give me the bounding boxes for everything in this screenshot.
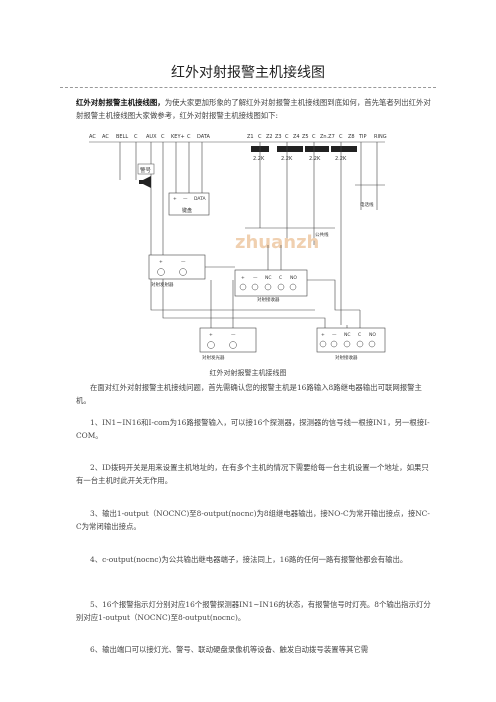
terminal-z5: Z5 bbox=[302, 134, 309, 140]
keypad-term-data: DATA bbox=[194, 196, 207, 202]
resistor-3 bbox=[305, 146, 329, 152]
paragraph-0: 在面对红外对射报警主机接线问题，首先需确认您的报警主机是16路输入8路继电器输出… bbox=[76, 383, 422, 405]
page-title: 红外对射报警主机接线图 bbox=[171, 65, 325, 81]
terminal-labels: AC AC BELL C AUX C KEY+ C DATA Z1 C Z2 Z… bbox=[89, 134, 387, 140]
detector-mid-term-nc: NC bbox=[265, 275, 272, 281]
paragraph-3: 3、输出1-output（NOCNC)至8-output(nocnc)为8组继电… bbox=[76, 509, 430, 531]
detector-mid: + — NC C NO 对射接收器 bbox=[234, 245, 308, 303]
title-divider bbox=[60, 87, 436, 88]
resistor-2 bbox=[277, 146, 303, 152]
terminal-c-4: C bbox=[258, 134, 262, 140]
detector-bottom-right-term-no: NO bbox=[369, 332, 376, 338]
siren-label: 警号 bbox=[140, 166, 152, 174]
detector-bottom-right-term-minus: — bbox=[332, 333, 337, 338]
detector-left: + — 对射发射器 bbox=[148, 254, 206, 288]
keypad-label: 键盘 bbox=[182, 207, 192, 214]
terminal-z2: Z2 bbox=[266, 134, 273, 140]
keypad: + — DATA 键盘 bbox=[168, 192, 210, 216]
detector-left-term-minus: — bbox=[181, 260, 186, 265]
siren: 警号 bbox=[137, 163, 155, 188]
paragraph-1: 1、IN1~IN16和I-com为16路报警输入，可以接16个探测器，探测器的信… bbox=[76, 418, 430, 440]
detector-bottom-left-label: 对射发光器 bbox=[202, 354, 225, 361]
terminal-c-2: C bbox=[161, 134, 165, 140]
detector-left-term-plus: + bbox=[159, 259, 163, 265]
detector-mid-term-minus: — bbox=[253, 276, 258, 281]
common-bus-label: 公共线 bbox=[315, 231, 329, 238]
terminal-ac-1: AC bbox=[89, 134, 96, 140]
detector-bottom-left-term-minus: — bbox=[231, 333, 236, 338]
intro-lead: 红外对射报警主机接线图， bbox=[76, 98, 165, 107]
common-bus: 公共线 bbox=[245, 142, 342, 325]
terminal-z3: Z3 bbox=[275, 134, 282, 140]
terminal-c-3: C bbox=[187, 134, 191, 140]
detector-mid-term-c: C bbox=[279, 275, 282, 281]
figure-caption: 红外对射报警主机接线图 bbox=[209, 369, 287, 377]
detector-bottom-right-label: 对射接收器 bbox=[335, 354, 358, 361]
paragraph-6: 6、输出端口可以接灯光、警号、联动硬盘录像机等设备、触发自动拨号装置等其它需 bbox=[90, 645, 369, 654]
terminal-zn-z7: Zn.Z7 bbox=[320, 134, 335, 140]
detector-left-label: 对射发射器 bbox=[151, 281, 174, 288]
detector-mid-term-no: NO bbox=[290, 275, 297, 281]
paragraph-4: 4、c-output(nocnc)为公共输出继电器端子，接法同上，16路的任何一… bbox=[90, 555, 408, 564]
detector-bottom-right-term-c: C bbox=[358, 332, 361, 338]
resistor-1-label: 2.2K bbox=[253, 156, 265, 162]
detector-mid-term-plus: + bbox=[241, 275, 245, 281]
phone-line-label: 电话线 bbox=[360, 201, 374, 208]
speaker-icon bbox=[143, 176, 151, 188]
terminal-aux: AUX bbox=[146, 134, 157, 140]
keypad-term-minus: — bbox=[183, 197, 188, 202]
keypad-term-plus: + bbox=[173, 196, 177, 202]
watermark-text: zhuanzh bbox=[235, 232, 319, 253]
terminal-ac-2: AC bbox=[102, 134, 109, 140]
intro-paragraph: 红外对射报警主机接线图，为使大家更加形象的了解红外对射报警主机接线图到底如何，首… bbox=[76, 96, 432, 122]
terminal-z8: Z8 bbox=[348, 134, 355, 140]
resistor-4 bbox=[331, 146, 357, 152]
terminal-c-5: C bbox=[285, 134, 289, 140]
resistor-3-label: 2.2K bbox=[309, 156, 321, 162]
detector-bottom-right-term-plus: + bbox=[321, 332, 325, 338]
terminal-z1: Z1 bbox=[247, 134, 254, 140]
terminal-data: DATA bbox=[197, 134, 210, 140]
terminal-c-6: C bbox=[312, 134, 316, 140]
terminal-tip: TIP bbox=[358, 134, 367, 140]
intro-text: 为使大家更加形象的了解红外对射报警主机接线图到底如何，首先笔者列出红外对射报警主… bbox=[76, 98, 431, 120]
terminal-c-7: C bbox=[339, 134, 343, 140]
phone-line: 电话线 bbox=[355, 184, 385, 210]
detector-bottom-left: + — 对射发光器 bbox=[199, 280, 257, 361]
detector-bottom-right-term-nc: NC bbox=[344, 332, 351, 338]
detector-mid-label: 对射接收器 bbox=[257, 296, 280, 303]
detector-bottom-right: + — NC C NO 对射接收器 bbox=[316, 310, 386, 361]
detector-bottom-left-term-plus: + bbox=[209, 332, 213, 338]
terminal-bell: BELL bbox=[116, 134, 128, 140]
terminal-key: KEY+ bbox=[171, 134, 185, 140]
terminal-z4: Z4 bbox=[293, 134, 300, 140]
paragraph-5: 5、16个报警指示灯分别对应16个报警探测器IN1~IN16的状态，有报警信号时… bbox=[76, 600, 431, 622]
wiring-diagram: AC AC BELL C AUX C KEY+ C DATA Z1 C Z2 Z… bbox=[89, 134, 387, 361]
paragraph-2: 2、ID拨码开关是用来设置主机地址的，在有多个主机的情况下需要给每一台主机设置一… bbox=[76, 463, 429, 485]
terminal-ring: RING bbox=[374, 134, 387, 140]
terminal-c-1: C bbox=[134, 134, 138, 140]
